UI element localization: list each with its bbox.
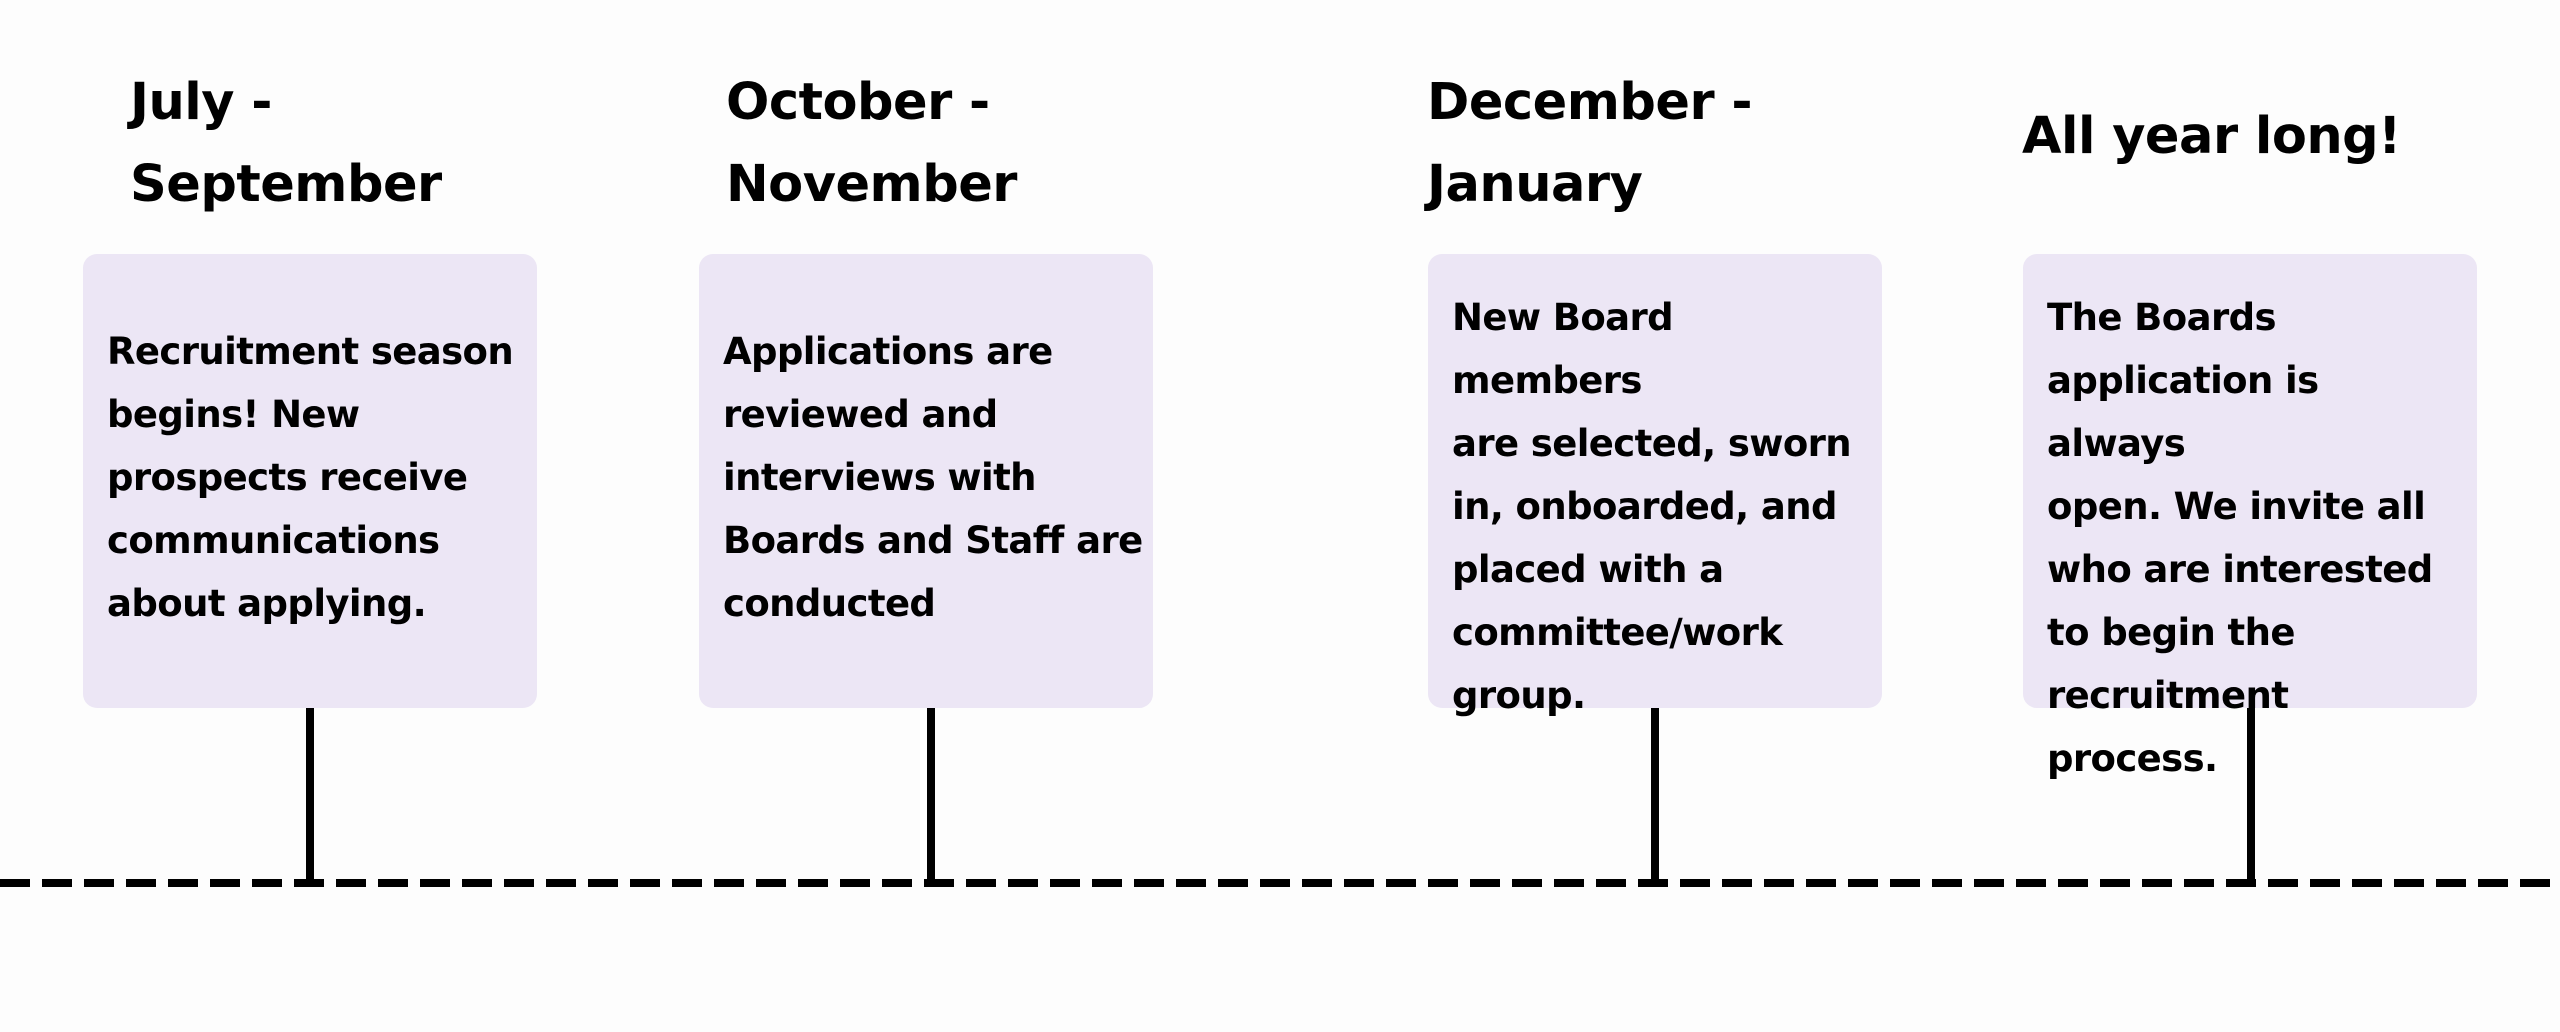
period-card-1: Recruitment season begins! New prospects…: [83, 254, 537, 708]
period-card-2: Applications are reviewed and interviews…: [699, 254, 1153, 708]
period-heading-4: All year long!: [2022, 107, 2401, 166]
period-description-1: Recruitment season begins! New prospects…: [107, 330, 514, 625]
period-description-3: New Board members are selected, sworn in…: [1452, 296, 1852, 717]
period-heading-1: July - September: [130, 73, 442, 214]
period-description-2: Applications are reviewed and interviews…: [723, 330, 1143, 625]
period-card-4: The Boards application is always open. W…: [2023, 254, 2477, 780]
period-description-4: The Boards application is always open. W…: [2047, 296, 2433, 780]
period-heading-2: October - November: [726, 73, 1017, 214]
period-card-3: New Board members are selected, sworn in…: [1428, 254, 1882, 717]
period-heading-3: December - January: [1427, 73, 1753, 214]
